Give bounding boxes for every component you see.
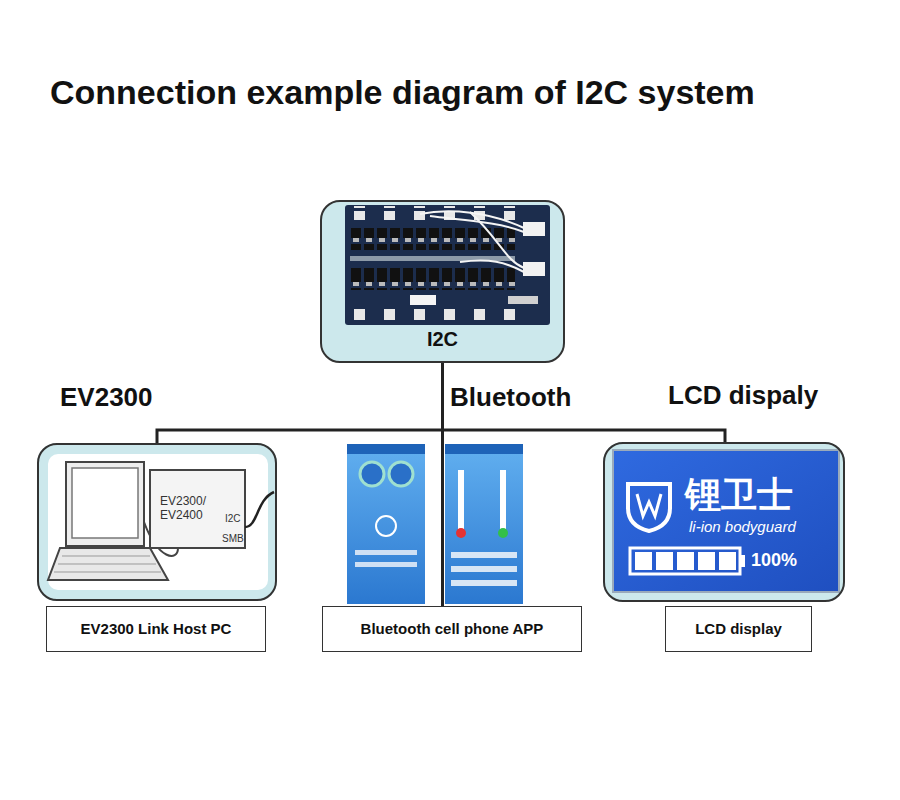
laptop-drawing <box>48 548 168 580</box>
lcd-screen <box>613 450 839 592</box>
battery-icon <box>740 555 745 567</box>
bms-board <box>460 260 524 272</box>
node-text: EV2300 Link Host PC <box>81 620 232 637</box>
phone-screenshot <box>445 444 523 604</box>
phone-screenshot <box>500 470 506 530</box>
laptop-drawing <box>66 462 144 546</box>
phone-screenshot <box>355 550 417 555</box>
battery-icon <box>677 552 694 570</box>
connection-label: Bluetooth <box>450 383 571 412</box>
lcd-screen <box>613 450 839 592</box>
lcd-screen <box>628 484 670 531</box>
battery-icon <box>719 552 736 570</box>
phone-screenshot <box>347 444 425 604</box>
lcd-frame-fill <box>603 442 845 602</box>
node-text: I2C <box>225 513 255 525</box>
phone-screenshot <box>456 528 466 538</box>
host-frame-fill <box>48 454 268 590</box>
phone-screenshot <box>389 462 413 486</box>
phone-screenshot <box>451 566 517 572</box>
bms-board <box>350 268 515 290</box>
bms-board <box>350 308 530 322</box>
caption-box: Bluetooth cell phone APP <box>322 606 582 652</box>
bms-board <box>410 295 436 305</box>
bms-board <box>508 296 538 304</box>
host-box: EV2300/ EV2400I2C SMB <box>37 443 277 601</box>
caption-box: EV2300 Link Host PC <box>46 606 266 652</box>
laptop-drawing <box>54 556 161 572</box>
diagram-title: Connection example diagram of I2C system <box>50 74 755 111</box>
phone-screenshot <box>360 462 384 486</box>
phone-screenshot <box>445 444 523 454</box>
phone-screenshot <box>355 562 417 567</box>
phone-screenshot <box>445 444 523 604</box>
node-text: Bluetooth cell phone APP <box>361 620 544 637</box>
bms-board <box>345 205 550 325</box>
caption-box: LCD display <box>665 606 812 652</box>
board-frame-fill <box>320 200 565 363</box>
host-frame-fill <box>37 443 277 601</box>
phone-screenshot <box>451 552 517 558</box>
bms-board <box>523 262 545 276</box>
lcd-box: 锂卫士 li-ion bodyguard 100% <box>603 442 845 602</box>
lcd-frame-fill <box>603 442 845 602</box>
node-text: EV2300/ EV2400 <box>160 495 216 523</box>
ev2300-device <box>245 492 274 527</box>
connector-line <box>157 363 443 443</box>
connection-label: LCD dispaly <box>668 381 818 410</box>
host-frame-fill <box>37 443 277 601</box>
phone-screenshot <box>451 580 517 586</box>
lcd-screen <box>637 494 661 516</box>
node-text: li-ion bodyguard <box>689 518 839 535</box>
battery-icon <box>630 548 745 574</box>
connection-label: EV2300 <box>60 383 153 412</box>
ev2300-device <box>150 470 274 548</box>
node-text: 锂卫士 <box>685 474 835 515</box>
phone-screenshot <box>347 444 425 454</box>
bms-board <box>523 222 545 236</box>
board-frame-fill <box>320 200 565 363</box>
battery-icon <box>635 552 652 570</box>
phone-screenshot <box>376 516 396 536</box>
battery-icon <box>656 552 673 570</box>
phone-screenshot <box>498 528 508 538</box>
node-text: 100% <box>751 550 821 571</box>
node-text: LCD display <box>695 620 782 637</box>
battery-icon <box>630 548 740 574</box>
laptop-drawing <box>72 468 138 538</box>
bms-board <box>345 205 550 325</box>
node-text: SMB <box>222 533 252 545</box>
bms-board <box>350 228 515 250</box>
node-text: I2C <box>322 328 563 351</box>
board-box: I2C <box>320 200 565 363</box>
phone-screenshot <box>458 470 464 530</box>
battery-icon <box>698 552 715 570</box>
phone-screenshot <box>347 444 425 604</box>
